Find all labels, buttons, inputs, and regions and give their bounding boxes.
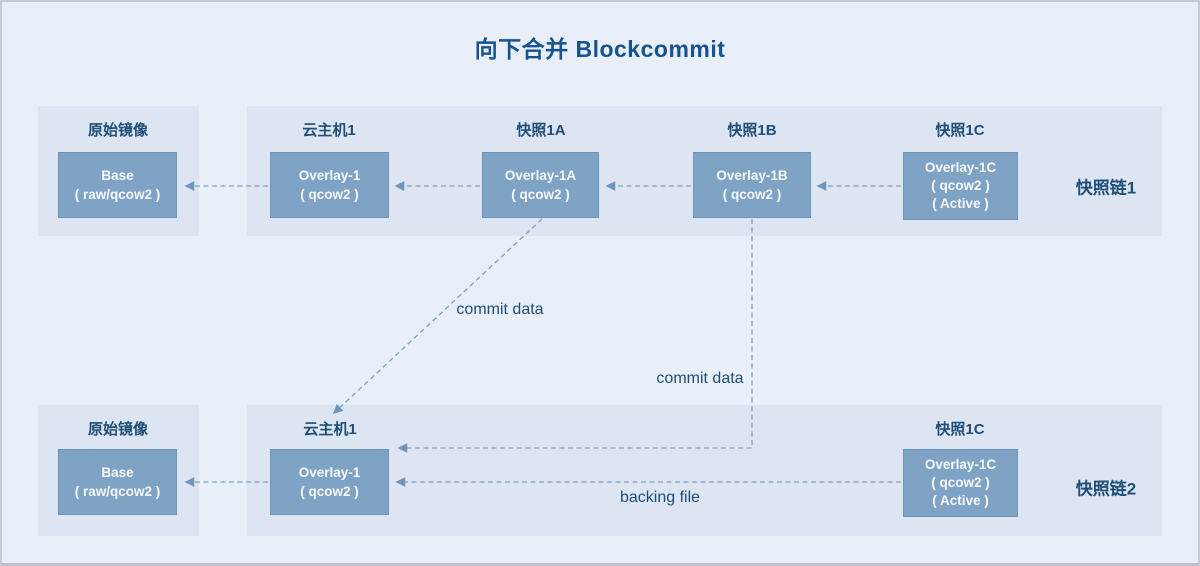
chain1-node-label-1b: 快照1B xyxy=(727,122,777,139)
chain1-base-label: 原始镜像 xyxy=(87,122,149,139)
box-line: ( qcow2 ) xyxy=(300,484,359,499)
box-line: Overlay-1 xyxy=(298,464,361,480)
chain1-node-label-1c: 快照1C xyxy=(935,122,985,139)
commit-data-label-top: commit data xyxy=(456,301,544,318)
chain2-overlay1c-box: Overlay-1C ( qcow2 ) ( Active ) xyxy=(903,449,1018,517)
chain1-overlay1c-box: Overlay-1C ( qcow2 ) ( Active ) xyxy=(903,152,1018,220)
chain1-node-label-vm: 云主机1 xyxy=(302,122,356,139)
box-line: ( Active ) xyxy=(932,493,989,509)
chain2-overlay1-box: Overlay-1 ( qcow2 ) xyxy=(270,449,389,515)
box-line: Base xyxy=(101,167,134,183)
box-line: Overlay-1C xyxy=(924,159,997,175)
box-line: ( qcow2 ) xyxy=(511,187,570,202)
box-line: ( Active ) xyxy=(932,196,989,212)
box-line: ( qcow2 ) xyxy=(931,177,990,193)
page-title: 向下合并 Blockcommit xyxy=(474,36,726,62)
box-line: ( qcow2 ) xyxy=(300,187,359,202)
box-line: Overlay-1C xyxy=(924,456,997,472)
commit-data-label-right: commit data xyxy=(656,370,744,387)
chain2-node-label-vm: 云主机1 xyxy=(303,421,357,438)
backing-file-label: backing file xyxy=(619,489,701,506)
box-line: ( qcow2 ) xyxy=(722,187,782,202)
chain2-base-label: 原始镜像 xyxy=(87,421,149,438)
chain2-base-box: Base ( raw/qcow2 ) xyxy=(58,449,177,515)
box-line: Overlay-1 xyxy=(298,167,361,183)
box-line: Base xyxy=(101,464,134,480)
chain2-title: 快照链2 xyxy=(1075,479,1137,499)
box-line: ( qcow2 ) xyxy=(931,474,990,490)
box-line: Overlay-1B xyxy=(716,167,788,183)
chain1-title: 快照链1 xyxy=(1075,178,1137,198)
box-line: ( raw/qcow2 ) xyxy=(74,187,161,202)
chain1-overlay1b-box: Overlay-1B ( qcow2 ) xyxy=(693,152,811,218)
chain2-node-label-1c: 快照1C xyxy=(935,421,985,438)
chain1-node-label-1a: 快照1A xyxy=(516,122,566,139)
chain1-base-box: Base ( raw/qcow2 ) xyxy=(58,152,177,218)
box-line: Overlay-1A xyxy=(504,167,577,183)
chain1-overlay1a-box: Overlay-1A ( qcow2 ) xyxy=(482,152,599,218)
chain1-overlay1-box: Overlay-1 ( qcow2 ) xyxy=(270,152,389,218)
box-line: ( raw/qcow2 ) xyxy=(74,484,161,499)
